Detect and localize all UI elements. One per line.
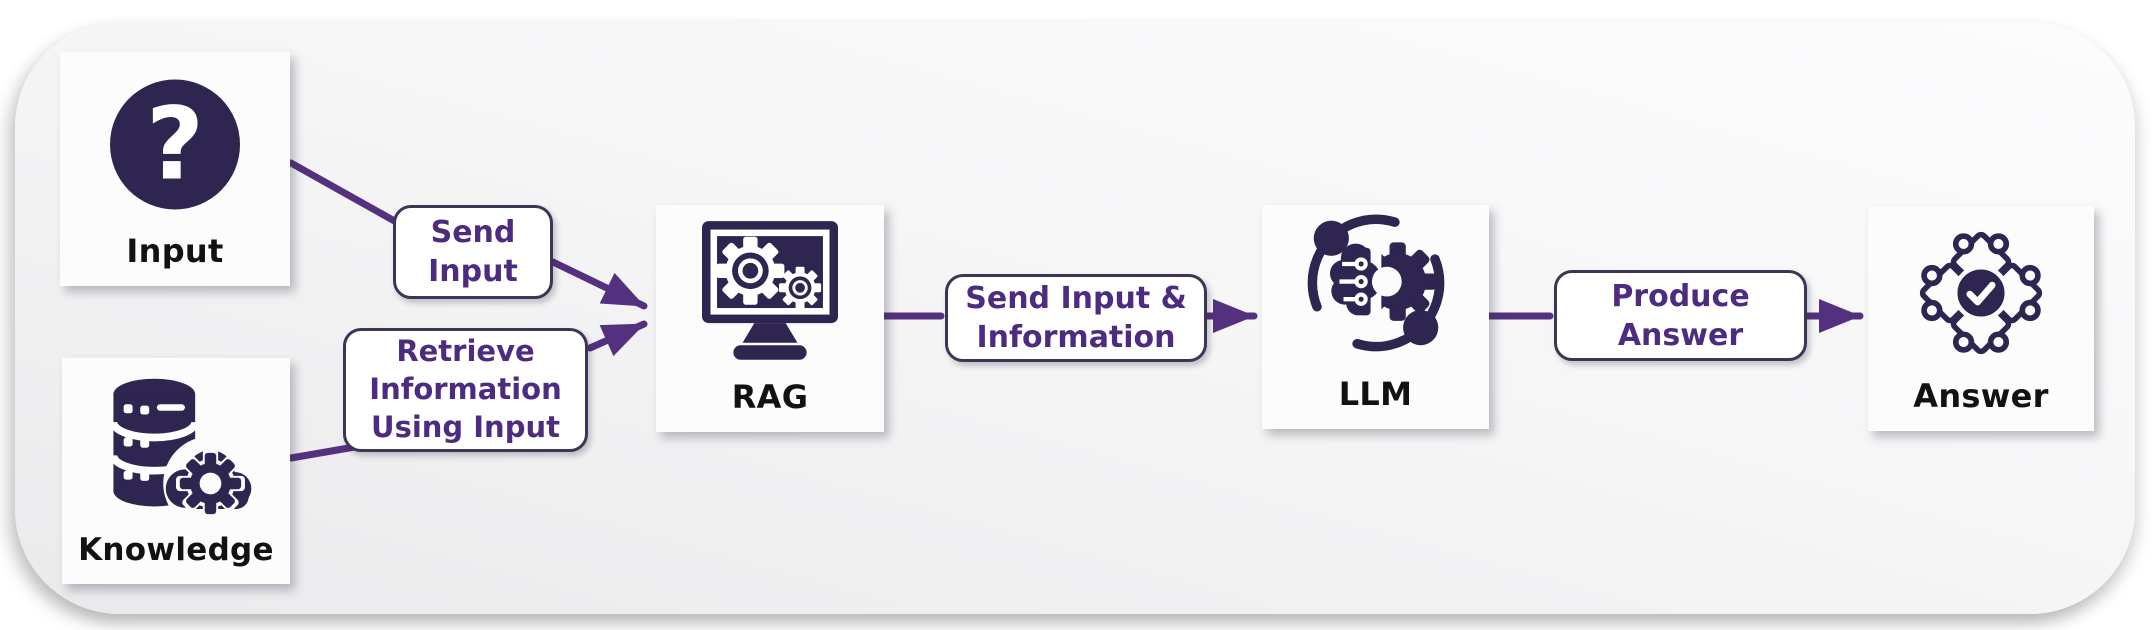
monitor-gears-icon bbox=[662, 208, 878, 378]
database-gear-icon bbox=[68, 366, 284, 532]
node-answer: Answer bbox=[1868, 206, 2094, 431]
edge-label-line: Produce bbox=[1611, 278, 1750, 314]
edge-label-produce-answer: Produce Answer bbox=[1554, 270, 1807, 361]
puzzle-check-icon bbox=[1874, 209, 2088, 377]
edge-label-line: Using Input bbox=[371, 409, 560, 444]
edge-label-retrieve-information: Retrieve Information Using Input bbox=[343, 328, 588, 452]
edge-label-send-input: Send Input bbox=[393, 205, 553, 299]
node-rag-label: RAG bbox=[731, 378, 809, 416]
node-input-label: Input bbox=[126, 232, 224, 270]
svg-text:?: ? bbox=[146, 85, 204, 202]
node-answer-label: Answer bbox=[1913, 377, 2049, 415]
edge-label-line: Answer bbox=[1617, 317, 1744, 353]
edge-label-line: Send bbox=[430, 215, 516, 250]
edge-label-line: Input bbox=[428, 254, 518, 289]
node-llm-label: LLM bbox=[1338, 375, 1413, 413]
edge-label-line: Information bbox=[369, 372, 562, 407]
ai-brain-gear-icon bbox=[1268, 199, 1483, 375]
edge-label-line: Send Input & bbox=[965, 281, 1187, 316]
node-knowledge-label: Knowledge bbox=[78, 532, 274, 568]
question-mark-icon: ? bbox=[66, 62, 284, 232]
node-llm: LLM bbox=[1262, 205, 1489, 429]
node-input: ? Input bbox=[60, 52, 290, 286]
node-rag: RAG bbox=[656, 205, 884, 432]
edge-label-send-input-information: Send Input & Information bbox=[945, 274, 1207, 362]
node-knowledge: Knowledge bbox=[62, 358, 290, 584]
edge-label-line: Information bbox=[976, 320, 1176, 355]
edge-label-line: Retrieve bbox=[396, 334, 535, 369]
